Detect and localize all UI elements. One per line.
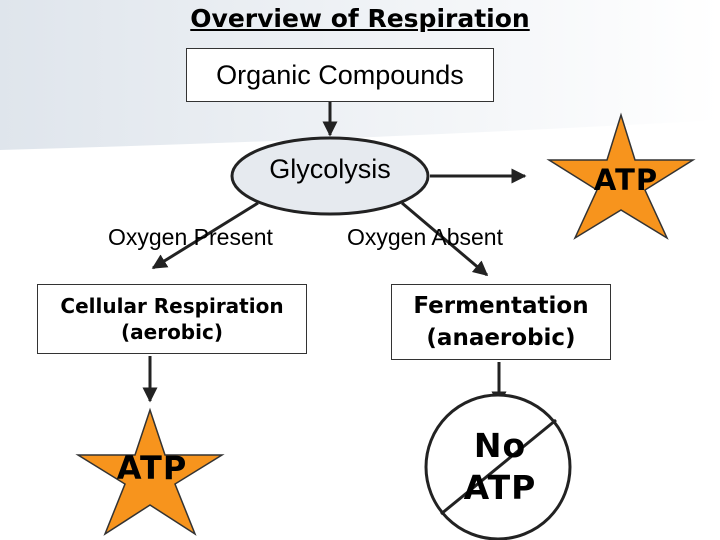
no-atp-label: No ATP: [455, 425, 545, 509]
atp-star-top: [546, 112, 696, 240]
atp-top-label: ATP: [593, 163, 659, 197]
glycolysis-label: Glycolysis: [269, 154, 391, 184]
no-atp-line2: ATP: [463, 468, 537, 507]
fermentation-box: Fermentation (anaerobic): [391, 284, 611, 360]
no-atp-slash: [440, 418, 557, 516]
atp-bottom-label: ATP: [116, 449, 188, 487]
organic-compounds-box: Organic Compounds: [186, 48, 494, 102]
arrow-glycolysis-to-fermentation: [401, 201, 489, 277]
cellular-respiration-box: Cellular Respiration (aerobic): [37, 284, 307, 354]
oxygen-absent-label: Oxygen Absent: [347, 224, 503, 250]
organic-compounds-label: Organic Compounds: [216, 59, 464, 90]
glycolysis-ellipse: [230, 136, 430, 216]
oxygen-present-label: Oxygen Present: [108, 224, 273, 250]
arrow-glycolysis-to-cellular: [151, 201, 259, 270]
fermentation-title: Fermentation: [413, 293, 589, 319]
atp-star-bottom: [75, 407, 225, 536]
no-atp-line1: No: [473, 426, 527, 465]
cellular-respiration-subtitle: (aerobic): [121, 320, 223, 344]
cellular-respiration-title: Cellular Respiration: [60, 294, 284, 318]
page-title: Overview of Respiration: [190, 4, 530, 33]
fermentation-subtitle: (anaerobic): [426, 325, 576, 351]
